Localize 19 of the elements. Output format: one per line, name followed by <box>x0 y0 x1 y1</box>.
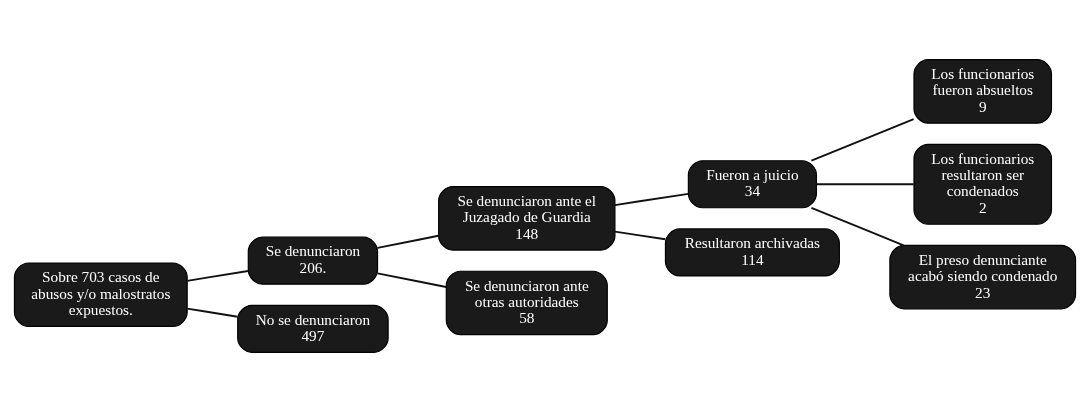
node-box: El preso denunciante acabó siendo condenado 23 <box>889 244 1077 310</box>
node-box: Los funcionarios resultaron ser condenados 2 <box>913 143 1053 225</box>
connector <box>186 270 249 282</box>
node-box: Se denunciaron ante otras autoridades 58 <box>445 270 608 336</box>
node-box: Se denunciaron ante el Juzagado de Guardia 148 <box>438 186 616 251</box>
connector <box>376 234 440 249</box>
connector <box>613 230 667 241</box>
node-box: No se denunciaron 497 <box>237 304 389 353</box>
connector <box>810 206 905 247</box>
node-box: Fueron a juicio 34 <box>687 160 818 209</box>
node-box: Resultaron archivadas 114 <box>664 228 840 277</box>
connector <box>376 272 447 288</box>
node-box: Sobre 703 casos de abusos y/o malostratos expuestos. <box>13 262 188 328</box>
connector <box>810 118 915 162</box>
connector <box>613 192 690 206</box>
node-box: Los funcionarios fueron absueltos 9 <box>913 59 1053 124</box>
connector <box>815 183 915 186</box>
node-box: Se denunciaron 206. <box>247 236 379 285</box>
connector <box>186 307 239 318</box>
